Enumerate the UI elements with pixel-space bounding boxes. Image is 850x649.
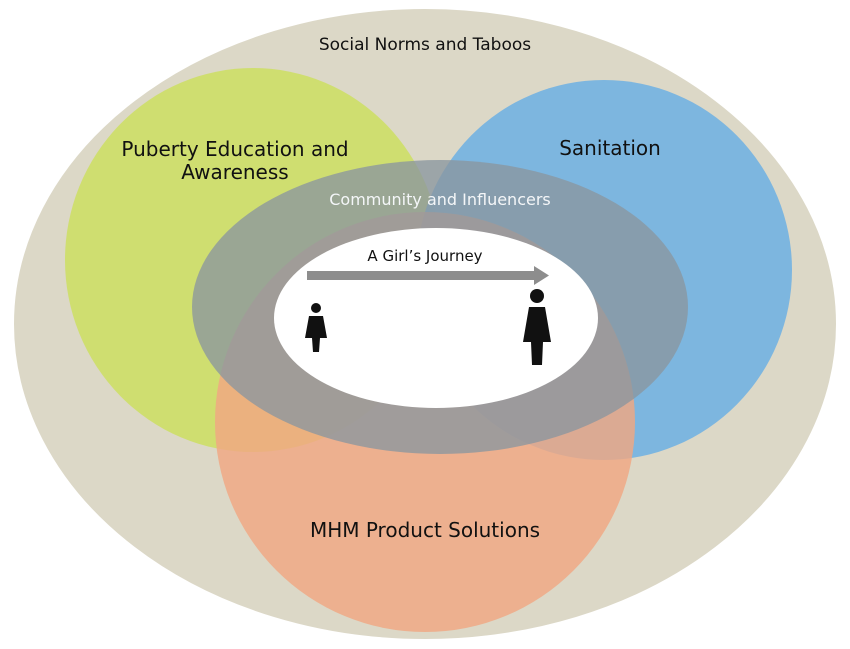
- social-norms-label: Social Norms and Taboos: [318, 35, 532, 55]
- community-influencers-label: Community and Influencers: [329, 190, 551, 209]
- arrow-right-icon: [307, 266, 549, 285]
- girl-figure-icon: [305, 303, 327, 352]
- woman-figure-icon: [523, 289, 551, 365]
- sanitation-label: Sanitation: [559, 136, 661, 160]
- mhm-product-label: MHM Product Solutions: [309, 518, 541, 542]
- girls-journey-label: A Girl’s Journey: [367, 247, 483, 265]
- puberty-education-label: Puberty Education and Awareness: [121, 137, 349, 184]
